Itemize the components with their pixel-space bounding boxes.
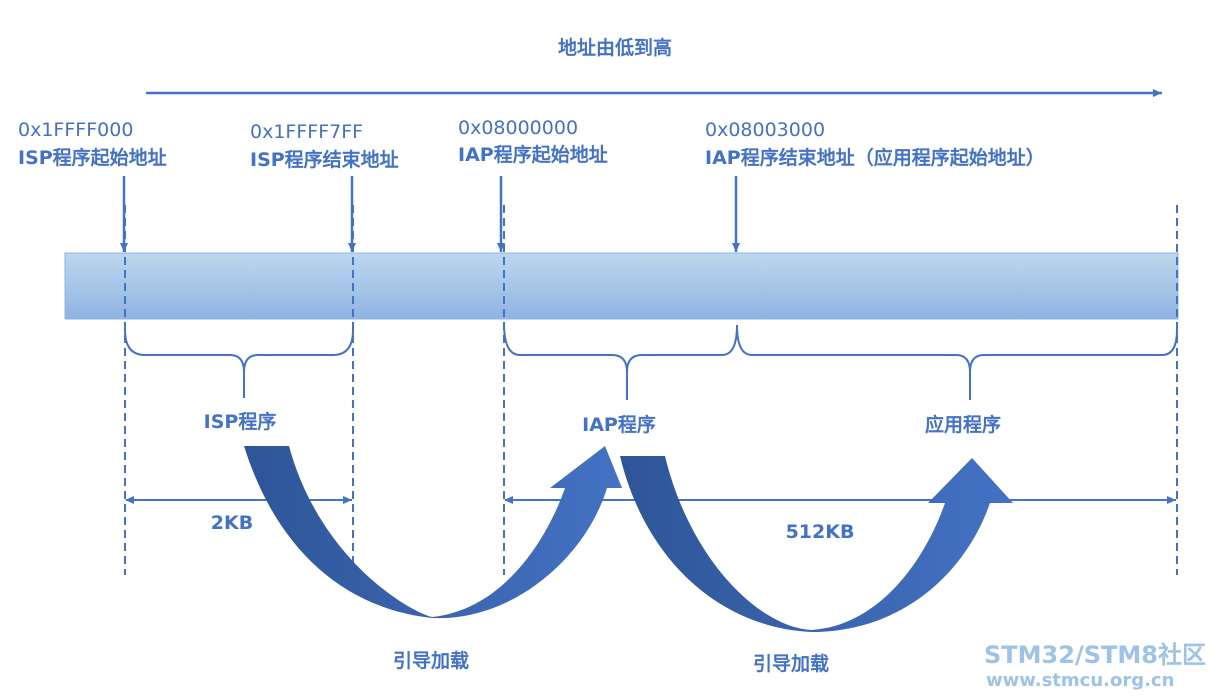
boot-label-first: 引导加载 <box>392 650 470 672</box>
brace-isp <box>124 329 354 398</box>
marker-app-start-address: 0x08003000 <box>705 119 826 141</box>
marker-isp-start-description: ISP程序起始地址 <box>18 147 167 169</box>
watermark-title: STM32/STM8社区 <box>984 641 1206 669</box>
brace-iap <box>503 322 738 400</box>
direction-label: 地址由低到高 <box>557 37 673 59</box>
marker-isp-start-address: 0x1FFFF000 <box>18 119 134 141</box>
region-label-app: 应用程序 <box>924 414 1002 436</box>
watermark-url: www.stmcu.org.cn <box>986 670 1175 691</box>
region-label-iap: IAP程序 <box>582 414 656 436</box>
size-label-flash: 512KB <box>785 521 855 543</box>
boot-label-second: 引导加载 <box>752 653 830 675</box>
boot-arrow-isp-to-iap <box>244 446 622 619</box>
size-label-isp: 2KB <box>210 512 254 534</box>
marker-isp-end-address: 0x1FFFF7FF <box>250 121 364 143</box>
marker-isp-end-description: ISP程序结束地址 <box>250 149 399 171</box>
boot-arrow-iap-to-app <box>620 456 1013 632</box>
marker-app-start-description: IAP程序结束地址（应用程序起始地址） <box>705 147 1045 169</box>
memory-bar <box>64 252 1179 320</box>
marker-iap-start-description: IAP程序起始地址 <box>458 144 608 166</box>
region-label-isp: ISP程序 <box>203 411 277 433</box>
brace-app <box>736 324 1178 400</box>
marker-iap-start-address: 0x08000000 <box>458 117 579 139</box>
